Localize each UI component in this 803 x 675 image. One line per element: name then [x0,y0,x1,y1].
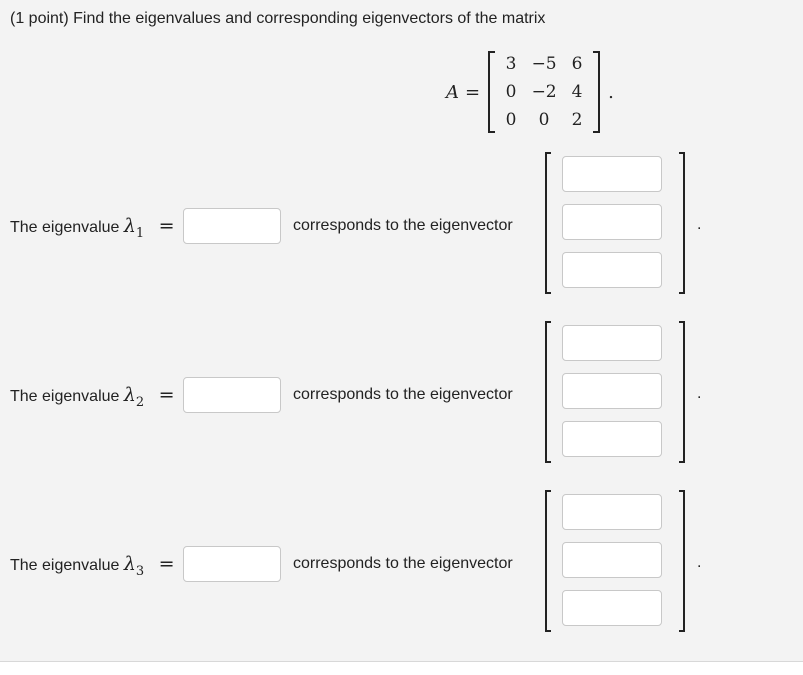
right-bracket [679,321,685,463]
eigenvector-1: . [545,152,701,294]
eigenvector-1-entry-3[interactable] [562,252,662,288]
matrix-cell: −5 [531,54,557,74]
period: . [608,81,614,103]
eigenvector-2: . [545,321,701,463]
eigenvector-2-entry-1[interactable] [562,325,662,361]
lambda-symbol: λ2 [123,384,144,410]
equals-sign: = [465,81,481,103]
matrix-cell: 6 [571,54,583,74]
left-bracket [488,51,496,133]
matrix-cell: 2 [571,110,583,130]
lambda: λ [123,215,136,237]
left-bracket [545,321,551,463]
lambda-symbol: λ1 [123,215,144,241]
lambda: λ [123,553,136,575]
right-bracket [679,152,685,294]
period: . [697,216,702,233]
lambda: λ [123,384,136,406]
eigenvector-2-entry-3[interactable] [562,421,662,457]
period: . [697,385,702,402]
eigenvector-1-entry-2[interactable] [562,204,662,240]
lambda-subscript: 3 [135,563,145,579]
lambda-subscript: 1 [135,225,145,241]
matrix-label: A [446,81,459,103]
eigenvalue-1-input[interactable] [183,208,281,244]
eigenvalue-text: The eigenvalue [10,388,120,405]
eigenvalue-label: The eigenvalue λ1 = [10,215,175,241]
left-bracket [545,490,551,632]
eigenvector-3-entry-2[interactable] [562,542,662,578]
eigenvalue-3-input[interactable] [183,546,281,582]
matrix-cell: 0 [538,110,550,130]
equals-sign: = [158,553,175,575]
lambda-symbol: λ3 [123,553,144,579]
eigenvector-3-entry-3[interactable] [562,590,662,626]
eigenvector-2-entry-2[interactable] [562,373,662,409]
right-bracket [593,51,601,133]
matrix-cell: 0 [505,110,517,130]
left-bracket [545,152,551,294]
matrix-cell: 0 [505,82,517,102]
matrix-cell: 4 [571,82,583,102]
equals-sign: = [158,384,175,406]
eigenvalue-text: The eigenvalue [10,219,120,236]
eigen-row-3: The eigenvalue λ3 = corresponds to the e… [10,490,800,633]
matrix-cell: 3 [505,54,517,74]
eigenvalue-text: The eigenvalue [10,557,120,574]
matrix-cell: −2 [531,82,557,102]
corresponds-text: corresponds to the eigenvector [293,217,513,234]
eigenvalue-2-input[interactable] [183,377,281,413]
matrix-grid: 3 −5 6 0 −2 4 0 0 2 [495,50,593,134]
eigenvector-1-entry-1[interactable] [562,156,662,192]
eigenvalue-label: The eigenvalue λ2 = [10,384,175,410]
corresponds-text: corresponds to the eigenvector [293,555,513,572]
period: . [697,554,702,571]
eigen-row-2: The eigenvalue λ2 = corresponds to the e… [10,321,800,464]
lambda-subscript: 2 [135,394,145,410]
eigenvector-3-entry-1[interactable] [562,494,662,530]
equals-sign: = [158,215,175,237]
eigenvector-3: . [545,490,701,632]
eigenvalue-label: The eigenvalue λ3 = [10,553,175,579]
corresponds-text: corresponds to the eigenvector [293,386,513,403]
problem-prompt: (1 point) Find the eigenvalues and corre… [10,10,546,27]
matrix-equation: A = 3 −5 6 0 −2 4 0 0 2 . [446,50,614,134]
eigen-row-1: The eigenvalue λ1 = corresponds to the e… [10,152,800,295]
right-bracket [679,490,685,632]
